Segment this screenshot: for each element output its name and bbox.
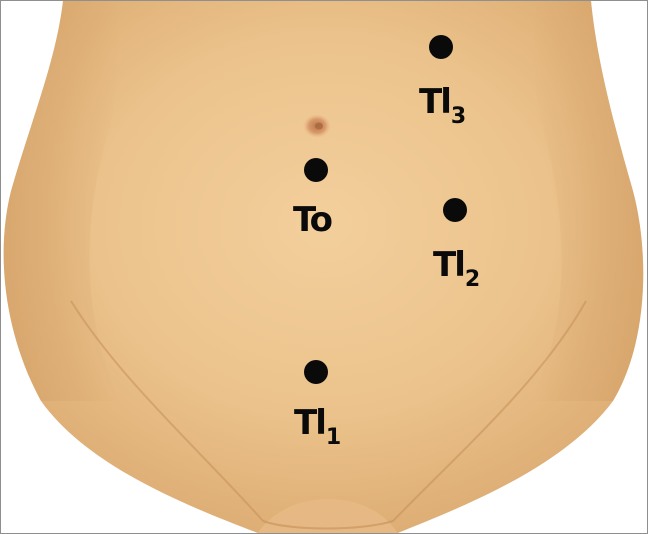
marker-label-tl2: Tl2 <box>433 248 480 291</box>
marker-label-tl3: Tl3 <box>419 85 466 128</box>
marker-dot-to <box>304 158 328 182</box>
label-subscript: 2 <box>465 267 480 292</box>
navel-center <box>315 123 323 130</box>
marker-dot-tl3 <box>429 35 453 59</box>
marker-dot-tl1 <box>304 360 328 384</box>
label-text: Tl <box>433 245 464 285</box>
label-subscript: 1 <box>326 425 341 450</box>
label-text: To <box>293 200 331 240</box>
label-text: Tl <box>294 403 325 443</box>
marker-label-tl1: Tl1 <box>294 406 341 449</box>
marker-label-to: To <box>293 203 331 237</box>
label-text: Tl <box>419 82 450 122</box>
marker-dot-tl2 <box>443 198 467 222</box>
label-subscript: 3 <box>451 104 466 129</box>
